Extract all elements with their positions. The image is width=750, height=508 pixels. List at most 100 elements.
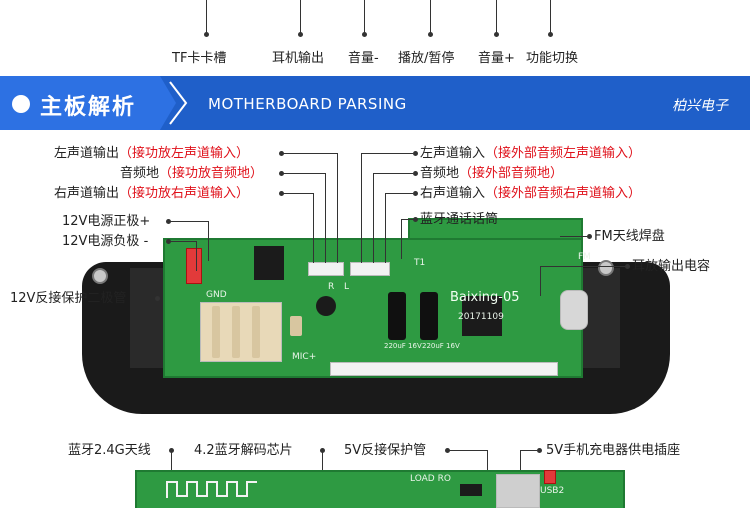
callout-line — [401, 219, 402, 259]
callout-line — [361, 153, 362, 263]
callout-line — [385, 193, 386, 263]
silk-usb: USB2 — [540, 486, 565, 496]
callout-12v-positive: 12V电源正极+ — [62, 214, 151, 229]
silk-t1: T1 — [414, 258, 426, 268]
silk-r: R — [328, 282, 335, 292]
callout-dot — [204, 32, 209, 37]
callout-12v-diode: 12V反接保护二极管 — [10, 291, 127, 306]
top-label-play-pause: 播放/暂停 — [398, 51, 455, 66]
protection-mosfet — [460, 484, 482, 496]
callout-dot — [625, 264, 630, 269]
screw-icon — [92, 268, 108, 284]
callout-dot — [413, 171, 418, 176]
callout-dot — [587, 234, 592, 239]
callout-line — [520, 450, 537, 451]
callout-line — [560, 236, 587, 237]
callout-12v-negative: 12V电源负极 - — [62, 234, 149, 249]
pin-pad — [212, 306, 220, 358]
callout-bt-mic: 蓝牙通话话筒 — [420, 212, 499, 227]
callout-5v-protect: 5V反接保护管 — [344, 443, 427, 458]
callout-dot — [494, 32, 499, 37]
callout-5v-socket: 5V手机充电器供电插座 — [546, 443, 681, 458]
top-label-headphone-out: 耳机输出 — [272, 51, 325, 66]
callout-left-out-l: 左声道输出（接功放左声道输入） — [54, 146, 250, 161]
callout-line — [430, 0, 431, 34]
banner-title: 主板解析 — [40, 95, 137, 120]
callout-line — [520, 450, 521, 480]
regulator-chip — [254, 246, 284, 280]
callout-left-out-r: 右声道输出（接功放右声道输入） — [54, 186, 250, 201]
usb-socket — [496, 474, 540, 508]
callout-dot — [413, 217, 418, 222]
callout-bt-antenna: 蓝牙2.4G天线 — [68, 443, 151, 458]
callout-line — [447, 450, 487, 451]
top-label-volume-down: 音量- — [348, 51, 379, 66]
electrolytic-capacitor — [388, 292, 406, 340]
mic-capsule — [316, 296, 336, 316]
callout-dot — [537, 448, 542, 453]
chevron-right-icon — [169, 81, 188, 125]
callout-line — [168, 241, 196, 242]
callout-fm-pad: FM天线焊盘 — [594, 229, 665, 244]
callout-right-in-r: 右声道输入（接外部音频右声道输入） — [420, 186, 642, 201]
callout-line — [281, 193, 313, 194]
callout-dot — [413, 151, 418, 156]
callout-line — [168, 221, 208, 222]
top-label-mode-switch: 功能切换 — [526, 51, 579, 66]
callout-bt-chip: 4.2蓝牙解码芯片 — [194, 443, 293, 458]
callout-dot — [413, 191, 418, 196]
silk-gnd: GND — [206, 290, 227, 300]
power-connector — [186, 248, 202, 284]
usb-indicator — [544, 470, 556, 484]
callout-line — [325, 173, 326, 263]
audio-out-connector — [308, 262, 344, 276]
bullet-dot-icon — [12, 95, 30, 113]
silk-mic: MIC+ — [292, 352, 317, 362]
callout-line — [364, 0, 365, 34]
callout-headphone-cap: 耳放输出电容 — [632, 259, 711, 274]
top-label-tf-slot: TF卡卡槽 — [172, 51, 227, 66]
ribbon-connector — [330, 362, 558, 376]
silk-fm: FM — [578, 252, 591, 262]
top-label-volume-up: 音量+ — [478, 51, 515, 66]
electrolytic-capacitor — [420, 292, 438, 340]
pin-pad — [252, 306, 260, 358]
callout-line — [171, 450, 172, 480]
callout-line — [196, 241, 197, 271]
callout-line — [361, 153, 413, 154]
board-date: 20171109 — [458, 312, 504, 322]
screw-icon — [598, 260, 614, 276]
callout-dot — [155, 296, 160, 301]
callout-line — [373, 173, 413, 174]
callout-line — [496, 0, 497, 34]
pin-pad — [232, 306, 240, 358]
callout-line — [550, 0, 551, 34]
antenna-trace-icon — [166, 481, 257, 498]
callout-line — [300, 0, 301, 34]
crystal-oscillator — [560, 290, 588, 330]
board-model: Baixing-05 — [450, 290, 520, 305]
decoder-chip — [462, 296, 502, 336]
callout-dot — [548, 32, 553, 37]
callout-line — [313, 193, 314, 263]
callout-dot — [298, 32, 303, 37]
callout-dot — [428, 32, 433, 37]
silk-l: L — [344, 282, 350, 292]
callout-line — [401, 219, 413, 220]
silk-cap1: 220uF 16V — [384, 342, 422, 350]
silk-cap2: 220uF 16V — [422, 342, 460, 350]
callout-line — [337, 153, 338, 263]
callout-line — [385, 193, 413, 194]
callout-dot — [362, 32, 367, 37]
callout-right-gnd: 音频地（接外部音频地） — [420, 166, 564, 181]
banner-subtitle: MOTHERBOARD PARSING — [208, 95, 407, 113]
callout-line — [373, 173, 374, 263]
callout-line — [487, 450, 488, 480]
callout-left-gnd: 音频地（接功放音频地） — [120, 166, 264, 181]
brand-name: 柏兴电子 — [672, 98, 728, 114]
silk-load: LOAD RO — [410, 474, 451, 484]
callout-right-in-l: 左声道输入（接外部音频左声道输入） — [420, 146, 642, 161]
callout-line — [540, 266, 625, 267]
callout-line — [540, 266, 541, 296]
callout-line — [322, 450, 323, 480]
